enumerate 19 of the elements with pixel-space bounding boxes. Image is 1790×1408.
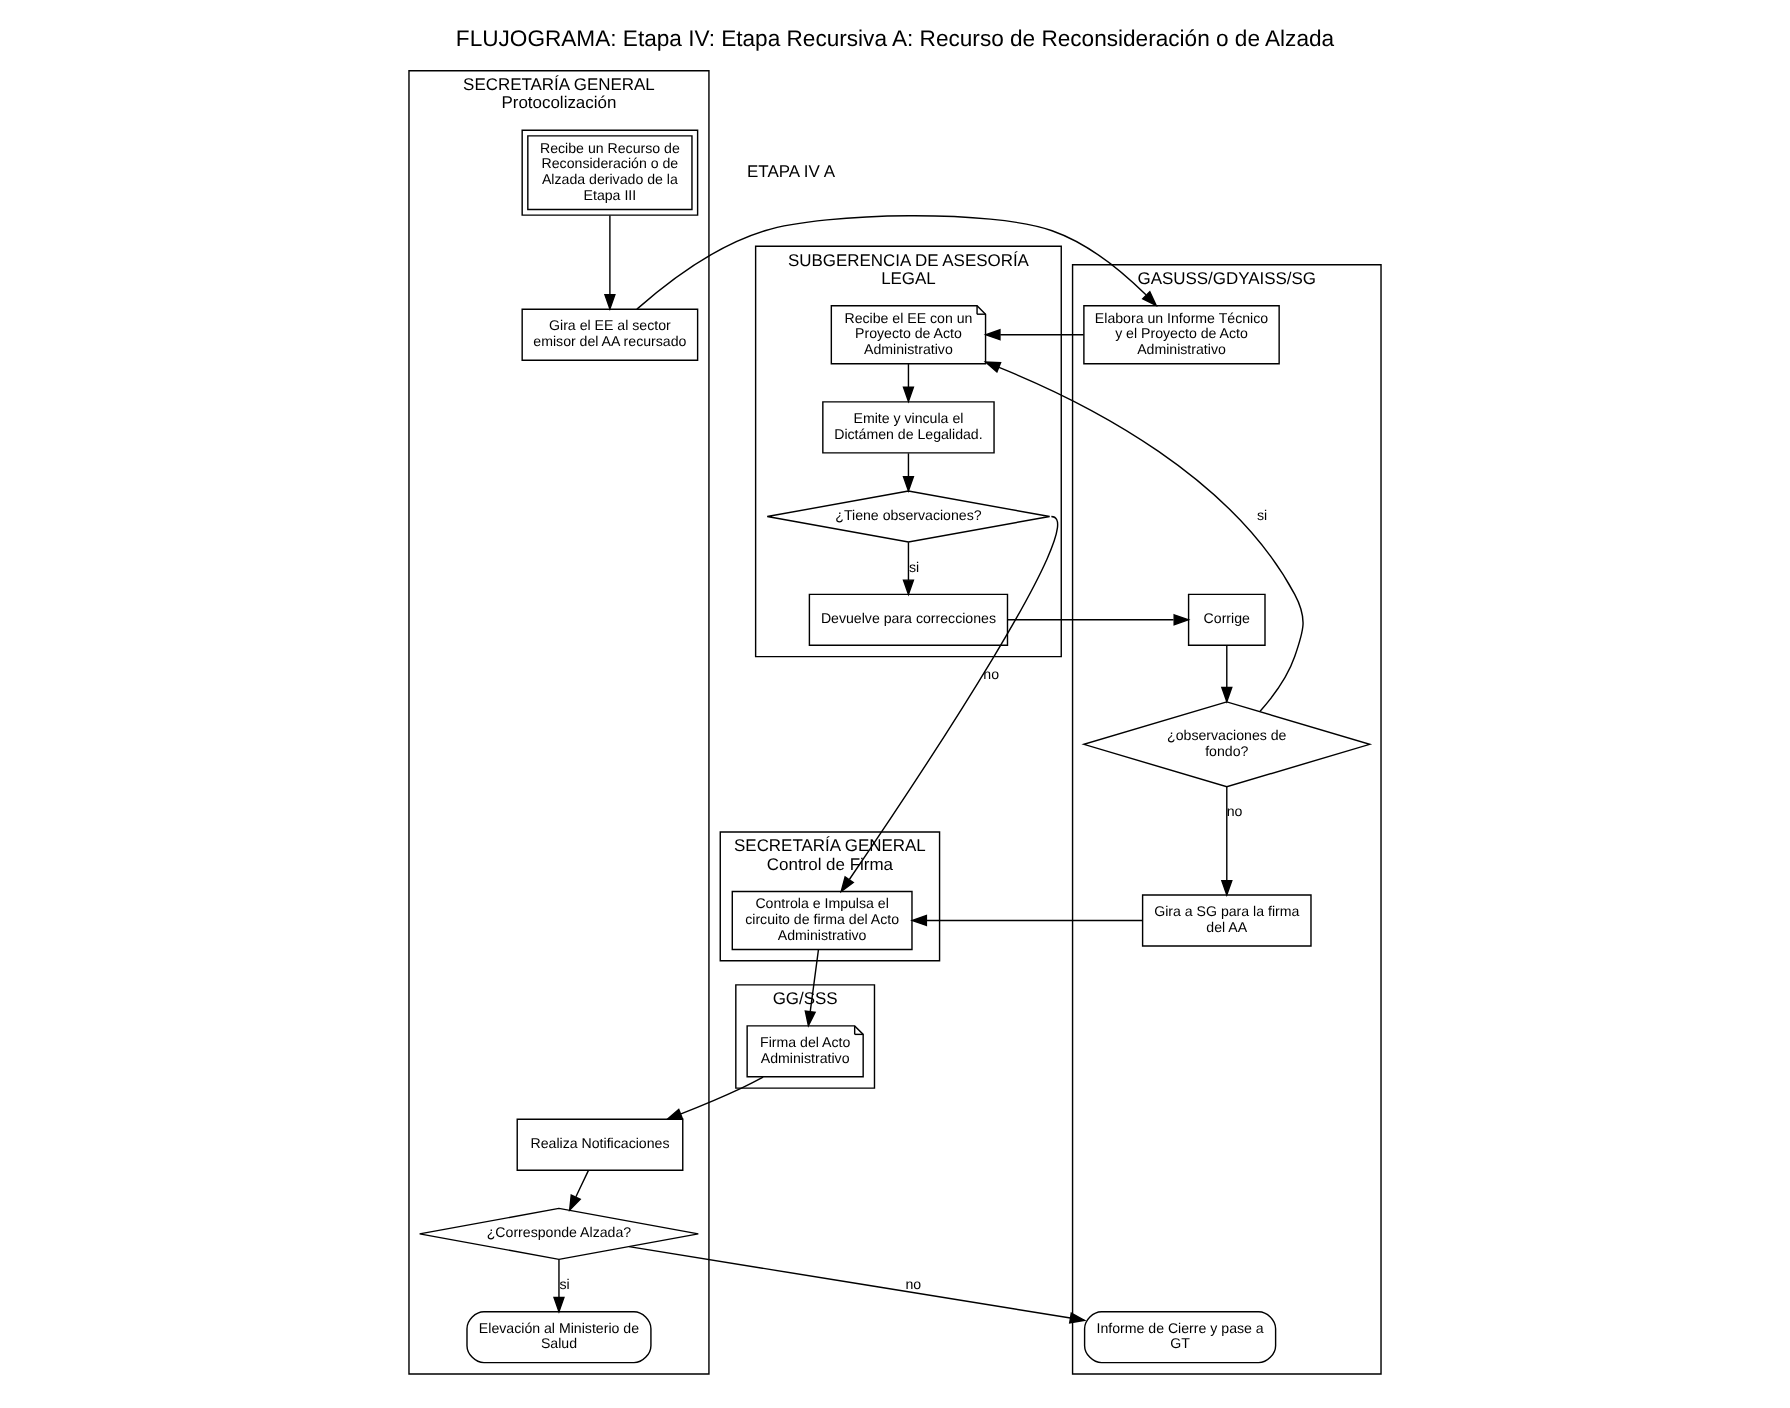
arrow xyxy=(628,1245,1087,1324)
arrow xyxy=(636,215,1158,310)
arrow xyxy=(983,328,1085,341)
arrow xyxy=(665,1076,764,1120)
arrow xyxy=(902,452,915,493)
arrow xyxy=(1220,786,1233,897)
arrow xyxy=(1220,645,1233,704)
arrow xyxy=(910,914,1143,927)
label: ETAPA IV A xyxy=(747,161,835,182)
arrow xyxy=(902,541,915,597)
arrow xyxy=(983,361,1304,712)
arrow xyxy=(902,363,915,404)
diagram-title: FLUJOGRAMA: Etapa IV: Etapa Recursiva A: Recurso de Reconsideración o de Alzada xyxy=(455,28,1335,53)
arrow xyxy=(553,1258,565,1314)
arrow xyxy=(568,1169,590,1212)
arrow xyxy=(1007,613,1191,626)
arrow xyxy=(804,948,820,1028)
arrow xyxy=(603,214,616,312)
arrow xyxy=(840,515,1059,894)
